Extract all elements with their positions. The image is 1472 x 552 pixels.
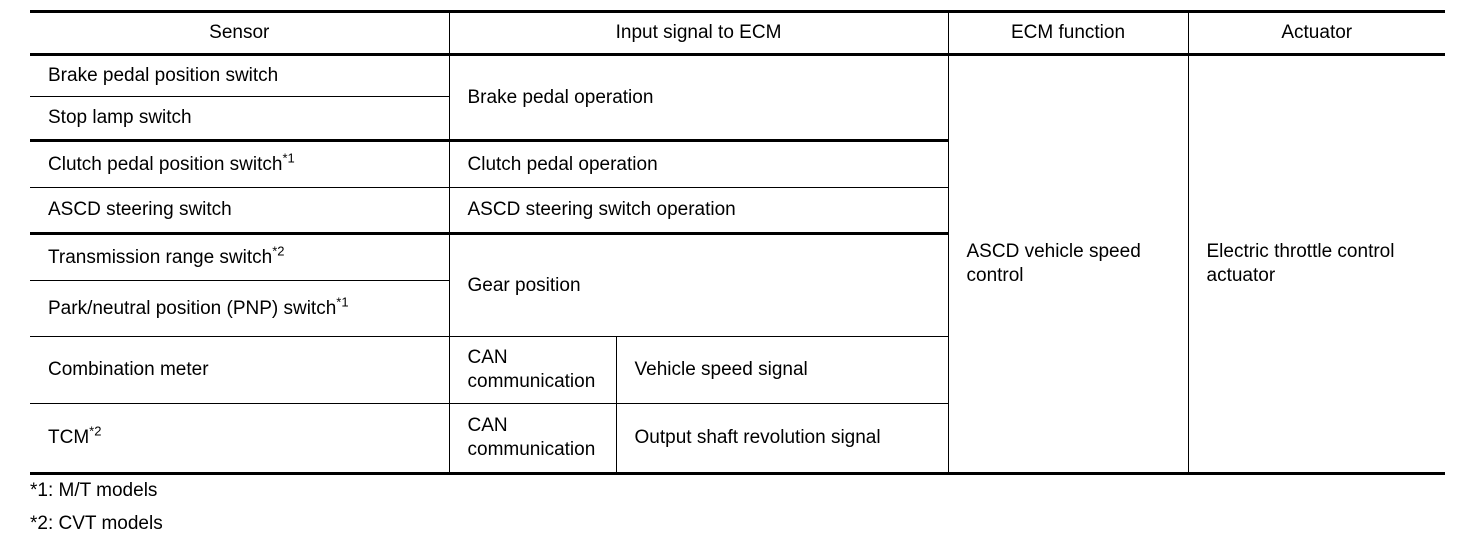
cell-sensor-tcm: TCM*2 xyxy=(30,403,450,474)
table-header-row: Sensor Input signal to ECM ECM function … xyxy=(30,11,1445,56)
sensor-label: Transmission range switch xyxy=(48,246,273,268)
cell-sensor-ascd-steering-switch: ASCD steering switch xyxy=(30,187,450,235)
cell-sensor-transmission-range-switch: Transmission range switch*2 xyxy=(30,232,450,281)
signal-label: CAN communication xyxy=(467,415,596,460)
ecm-function-label: ASCD vehicle speed control xyxy=(966,241,1141,286)
table-row: Clutch pedal position switch*1 Clutch pe… xyxy=(30,139,1445,188)
signal-label: ASCD steering switch operation xyxy=(467,199,736,221)
cell-ecm-function-value: ASCD vehicle speed control xyxy=(947,54,1189,474)
table-row: Brake pedal position switch Brake pedal … xyxy=(30,54,1445,474)
column-header-actuator: Actuator xyxy=(1187,11,1445,56)
sensor-label: Brake pedal position switch xyxy=(48,65,279,87)
footnote-2: *2: CVT models xyxy=(30,513,163,534)
sensor-label: Park/neutral position (PNP) switch xyxy=(48,297,337,319)
table-row: TCM*2 CAN communication Output shaft rev… xyxy=(30,403,1445,474)
footnote-1: *1: M/T models xyxy=(30,480,158,501)
table-row: Stop lamp switch xyxy=(30,96,1445,142)
signal-label: CAN communication xyxy=(467,347,596,392)
sensor-label: Clutch pedal position switch xyxy=(48,153,283,175)
cell-signal-brake-pedal-operation: Brake pedal operation xyxy=(448,54,949,141)
cell-signal-ascd-steering-switch-operation: ASCD steering switch operation xyxy=(448,187,948,235)
column-header-sensor: Sensor xyxy=(30,11,450,56)
cell-sensor-stop-lamp-switch: Stop lamp switch xyxy=(30,96,449,142)
sensor-label: TCM xyxy=(48,427,90,449)
ascd-system-table: Sensor Input signal to ECM ECM function … xyxy=(30,10,1445,475)
column-header-ecm-function-label: ECM function xyxy=(1010,22,1126,44)
signal-label: Vehicle speed signal xyxy=(634,359,808,381)
actuator-label: Electric throttle control actuator xyxy=(1206,241,1395,286)
cell-actuator-value: Electric throttle control actuator xyxy=(1187,54,1445,474)
footnote-marker: *2 xyxy=(89,423,102,439)
cell-signal-can-communication-2: CAN communication xyxy=(448,403,617,474)
cell-signal-vehicle-speed-signal: Vehicle speed signal xyxy=(615,336,948,404)
column-header-sensor-label: Sensor xyxy=(209,22,270,44)
sensor-label: ASCD steering switch xyxy=(48,199,232,221)
table-row: ASCD steering switch ASCD steering switc… xyxy=(30,187,1445,235)
signal-label: Output shaft revolution signal xyxy=(634,427,881,449)
signal-label: Brake pedal operation xyxy=(467,86,654,108)
column-header-ecm-function: ECM function xyxy=(947,11,1189,56)
signal-label: Clutch pedal operation xyxy=(467,153,658,175)
column-header-actuator-label: Actuator xyxy=(1281,22,1353,44)
cell-sensor-brake-pedal-position-switch: Brake pedal position switch xyxy=(30,54,450,97)
footnote-marker: *2 xyxy=(272,243,285,259)
cell-signal-gear-position: Gear position xyxy=(448,232,948,337)
footnotes-block: *1: M/T models *2: CVT models xyxy=(30,481,630,547)
signal-label: Gear position xyxy=(467,274,581,296)
sensor-label: Combination meter xyxy=(48,359,209,381)
cell-sensor-combination-meter: Combination meter xyxy=(30,336,450,404)
cell-sensor-pnp-switch: Park/neutral position (PNP) switch*1 xyxy=(30,280,449,337)
cell-sensor-clutch-pedal-position-switch: Clutch pedal position switch*1 xyxy=(30,139,450,188)
column-header-input-signal-label: Input signal to ECM xyxy=(615,22,782,44)
table-row: Transmission range switch*2 Gear positio… xyxy=(30,232,1445,337)
cell-signal-can-communication-1: CAN communication xyxy=(448,336,617,404)
sensor-label: Stop lamp switch xyxy=(48,107,192,129)
footnote-marker: *1 xyxy=(336,294,349,310)
cell-signal-output-shaft-revolution-signal: Output shaft revolution signal xyxy=(615,403,948,474)
column-header-input-signal: Input signal to ECM xyxy=(448,11,949,56)
spec-table-wrapper: Sensor Input signal to ECM ECM function … xyxy=(30,10,1445,475)
table-row: Park/neutral position (PNP) switch*1 xyxy=(30,280,1445,337)
footnote-marker: *1 xyxy=(282,150,295,166)
cell-signal-clutch-pedal-operation: Clutch pedal operation xyxy=(448,139,948,188)
